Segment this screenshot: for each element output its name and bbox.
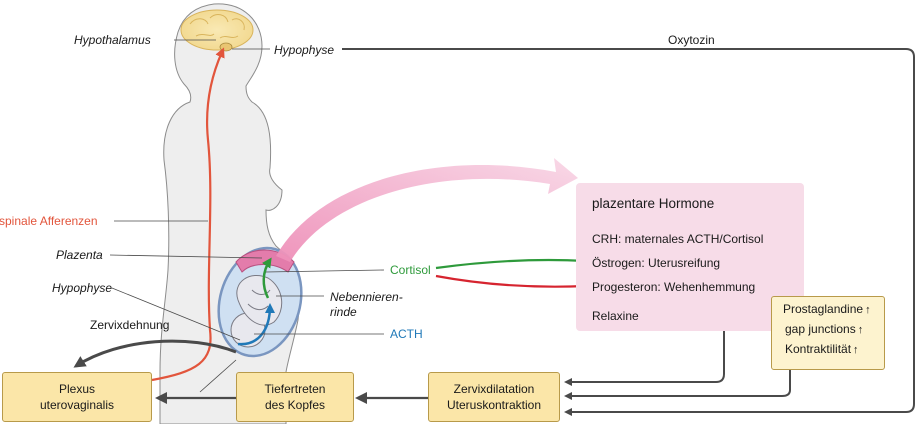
hypophysis-gland	[219, 42, 233, 52]
leader-hypophyse-fetal	[111, 287, 241, 341]
spinal-afferent-path	[151, 47, 225, 382]
zervix-line-2: Uteruskontraktion	[446, 398, 542, 412]
zervixdehnung-label: Zervixdehnung	[90, 318, 170, 332]
effects-box	[771, 296, 885, 370]
tiefertreten-line-1: Tiefertreten	[264, 382, 326, 396]
zervix-line-1: Zervixdilatation	[453, 382, 535, 396]
gap-junctions-effect: gap junctions↑	[785, 322, 863, 336]
leader-plexus	[199, 359, 237, 393]
prostaglandine-text: Prostaglandine	[783, 302, 864, 316]
cortisol-stimulates-oestrogen	[435, 255, 589, 270]
crh-text: CRH: maternales ACTH/Cortisol	[592, 232, 764, 246]
placenta-hormone-arrow	[276, 158, 578, 262]
plexus-line-2: uterovaginalis	[39, 398, 115, 412]
cortisol-inhibits-progesteron	[435, 274, 587, 288]
fetal-cortisol-arrow	[261, 257, 272, 299]
cortisol-label: Cortisol	[390, 263, 431, 277]
plazentare-hormone-panel	[576, 183, 804, 331]
spinale-afferenzen-label: spinale Afferenzen	[0, 214, 98, 228]
plexus-box: Plexus uterovaginalis	[2, 372, 152, 422]
oxytozin-label: Oxytozin	[668, 33, 715, 47]
hypophyse-label: Hypophyse	[274, 43, 335, 57]
increase-icon: ↑	[865, 304, 871, 316]
leader-cortisol	[265, 269, 385, 273]
progesteron-text: Progesteron: Wehenhemmung	[592, 280, 756, 294]
prostaglandine-effect: Prostaglandine↑	[783, 302, 871, 316]
tiefertreten-box: Tiefertreten des Kopfes	[236, 372, 354, 422]
brain-folds	[189, 14, 245, 39]
fetal-acth-arrow	[237, 303, 275, 346]
body-silhouette	[159, 3, 300, 425]
nebennierenrinde-label-1: Nebennieren-	[330, 290, 403, 304]
plexus-line-1: Plexus	[58, 382, 95, 396]
hypothalamus-label: Hypothalamus	[74, 33, 151, 47]
oxytozin-arrow	[342, 48, 915, 416]
kontraktilitaet-effect: Kontraktilität↑	[785, 342, 859, 356]
tiefertreten-line-2: des Kopfes	[264, 398, 326, 412]
nebennierenrinde-label-2: rinde	[330, 305, 357, 319]
increase-icon: ↑	[857, 324, 864, 336]
panel-title: plazentare Hormone	[592, 196, 715, 211]
increase-icon: ↑	[853, 344, 859, 356]
plazenta-label: Plazenta	[56, 248, 103, 262]
gap-junctions-text: gap junctions	[785, 322, 856, 336]
effects-to-zervix	[564, 368, 791, 400]
relaxine-text: Relaxine	[592, 309, 639, 323]
leader-plazenta	[109, 254, 263, 259]
oestrogen-text: Östrogen: Uterusreifung	[592, 256, 721, 270]
kontraktilitaet-text: Kontraktilität	[785, 342, 852, 356]
fetal-hypophyse-label: Hypophyse	[52, 281, 113, 295]
acth-label: ACTH	[390, 327, 423, 341]
brain	[180, 9, 254, 51]
zervixdehnung-arrow	[73, 339, 237, 368]
